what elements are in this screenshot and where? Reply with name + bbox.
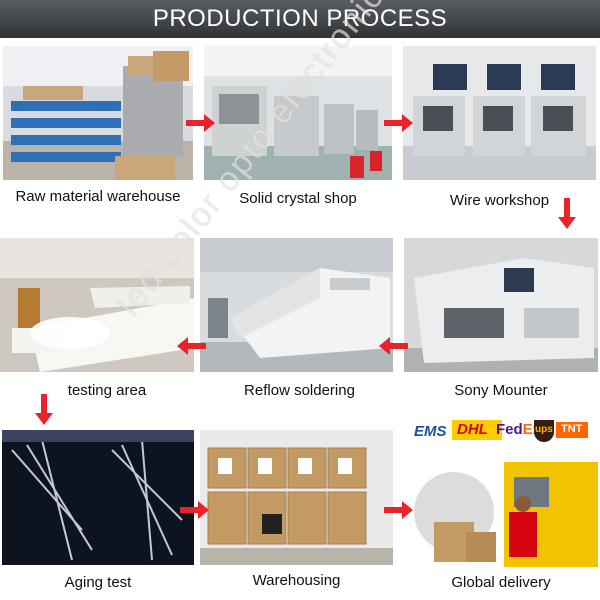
photo-reflow-soldering xyxy=(200,238,393,372)
arrow-down-icon xyxy=(35,394,53,425)
ups-logo: ups xyxy=(534,420,554,442)
page-title: PRODUCTION PROCESS xyxy=(0,0,600,38)
arrow-left-icon xyxy=(177,337,206,355)
caption-solid-crystal-shop: Solid crystal shop xyxy=(239,190,357,207)
caption-global-delivery: Global delivery xyxy=(451,574,551,591)
dhl-logo: DHL xyxy=(452,420,502,440)
photo-sony-mounter xyxy=(404,238,598,372)
caption-sony-mounter: Sony Mounter xyxy=(454,382,548,399)
caption-warehousing: Warehousing xyxy=(252,572,341,589)
caption-raw-material-warehouse: Raw material warehouse xyxy=(15,188,181,205)
photo-aging-test xyxy=(2,430,194,565)
caption-wire-workshop: Wire workshop xyxy=(449,192,550,209)
caption-aging-test: Aging test xyxy=(64,574,132,591)
ups-logo-text: ups xyxy=(535,424,553,435)
fedex-logo-fed: Fed xyxy=(496,421,523,438)
caption-reflow-soldering: Reflow soldering xyxy=(244,382,355,399)
tnt-logo: TNT xyxy=(556,422,588,438)
arrow-left-icon xyxy=(379,337,408,355)
photo-solid-crystal-shop xyxy=(204,46,392,180)
photo-wire-workshop xyxy=(403,46,596,180)
arrow-right-icon xyxy=(186,114,215,132)
ems-logo: EMS xyxy=(414,423,447,440)
caption-testing-area: testing area xyxy=(67,382,147,399)
photo-testing-area xyxy=(0,238,194,372)
arrow-right-icon xyxy=(384,501,413,519)
arrow-down-icon xyxy=(558,198,576,229)
tnt-logo-text: TNT xyxy=(561,423,583,435)
photo-raw-material-warehouse xyxy=(3,46,193,180)
arrow-right-icon xyxy=(180,501,209,519)
arrow-right-icon xyxy=(384,114,413,132)
dhl-logo-text: DHL xyxy=(457,421,488,438)
photo-warehousing xyxy=(200,430,393,565)
